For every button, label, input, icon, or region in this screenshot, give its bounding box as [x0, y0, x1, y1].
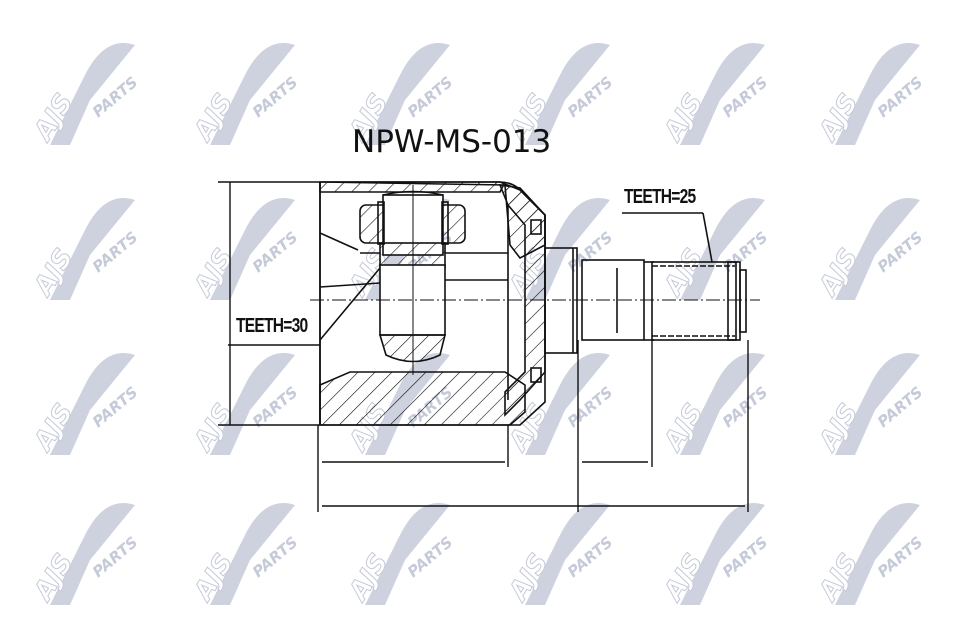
- ajs-parts-watermark: AJS PARTS: [187, 30, 320, 160]
- ajs-parts-watermark: AJS PARTS: [27, 490, 160, 620]
- ajs-parts-watermark: AJS PARTS: [812, 490, 945, 620]
- ajs-parts-watermark: AJS PARTS: [187, 340, 320, 470]
- ajs-parts-watermark: AJS PARTS: [342, 30, 475, 160]
- ajs-parts-watermark: AJS PARTS: [342, 490, 475, 620]
- ajs-parts-watermark: AJS PARTS: [812, 185, 945, 315]
- housing-section: [228, 181, 760, 426]
- ajs-parts-watermark: AJS PARTS: [187, 185, 320, 315]
- ajs-parts-watermark: AJS PARTS: [187, 490, 320, 620]
- ajs-parts-watermark: AJS PARTS: [657, 490, 790, 620]
- ajs-parts-watermark: AJS PARTS: [27, 340, 160, 470]
- ajs-parts-watermark: AJS PARTS: [27, 185, 160, 315]
- ajs-parts-watermark: AJS PARTS: [657, 30, 790, 160]
- ajs-parts-watermark: AJS PARTS: [657, 185, 790, 315]
- part-number-title: NPW-MS-013: [352, 124, 552, 160]
- teeth-inner-label: TEETH=30: [236, 315, 308, 337]
- ajs-parts-watermark: AJS PARTS: [812, 30, 945, 160]
- teeth-outer-label: TEETH=25: [624, 186, 696, 208]
- dimension-lines: [218, 181, 749, 512]
- ajs-parts-watermark: AJS PARTS: [657, 340, 790, 470]
- ajs-parts-watermark: AJS PARTS: [812, 340, 945, 470]
- ajs-parts-watermark: AJS PARTS: [502, 490, 635, 620]
- stub-shaft: [544, 212, 747, 354]
- ajs-parts-watermark: AJS PARTS: [27, 30, 160, 160]
- ajs-parts-watermark: AJS PARTS: [502, 30, 635, 160]
- ajs-parts-watermark: AJS PARTS: [502, 340, 635, 470]
